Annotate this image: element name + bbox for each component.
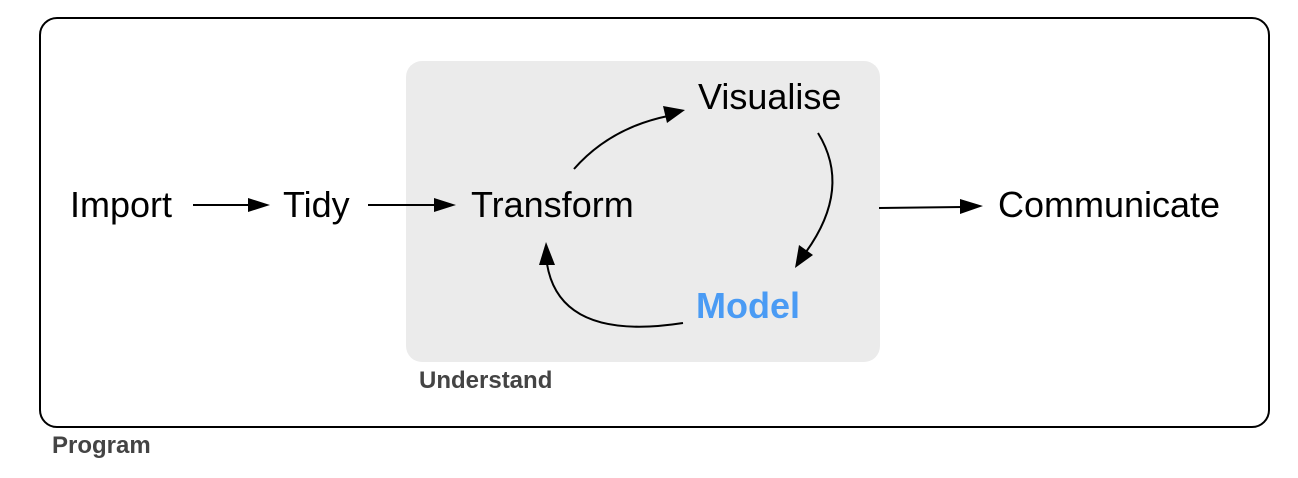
node-tidy: Tidy	[283, 184, 350, 225]
program-group-box	[39, 17, 1270, 428]
understand-group-box	[406, 61, 880, 362]
arrowhead-understand-communicate	[960, 199, 983, 214]
node-import: Import	[70, 184, 173, 225]
edge-model-transform	[546, 263, 684, 328]
node-visualise: Visualise	[698, 76, 842, 117]
node-transform: Transform	[471, 184, 634, 225]
group-label-program: Program	[52, 432, 151, 459]
node-model: Model	[696, 285, 800, 326]
edge-understand-communicate	[878, 206, 964, 209]
arrowhead-visualise-model	[795, 245, 813, 268]
node-communicate: Communicate	[998, 184, 1221, 225]
arrowhead-transform-visualise	[663, 106, 685, 123]
edge-transform-visualise	[573, 115, 669, 170]
group-label-understand: Understand	[419, 367, 553, 394]
arrowhead-model-transform	[539, 242, 555, 265]
arrowhead-import-tidy	[248, 198, 270, 212]
arrowhead-tidy-transform	[434, 198, 456, 212]
edge-visualise-model	[805, 132, 834, 253]
